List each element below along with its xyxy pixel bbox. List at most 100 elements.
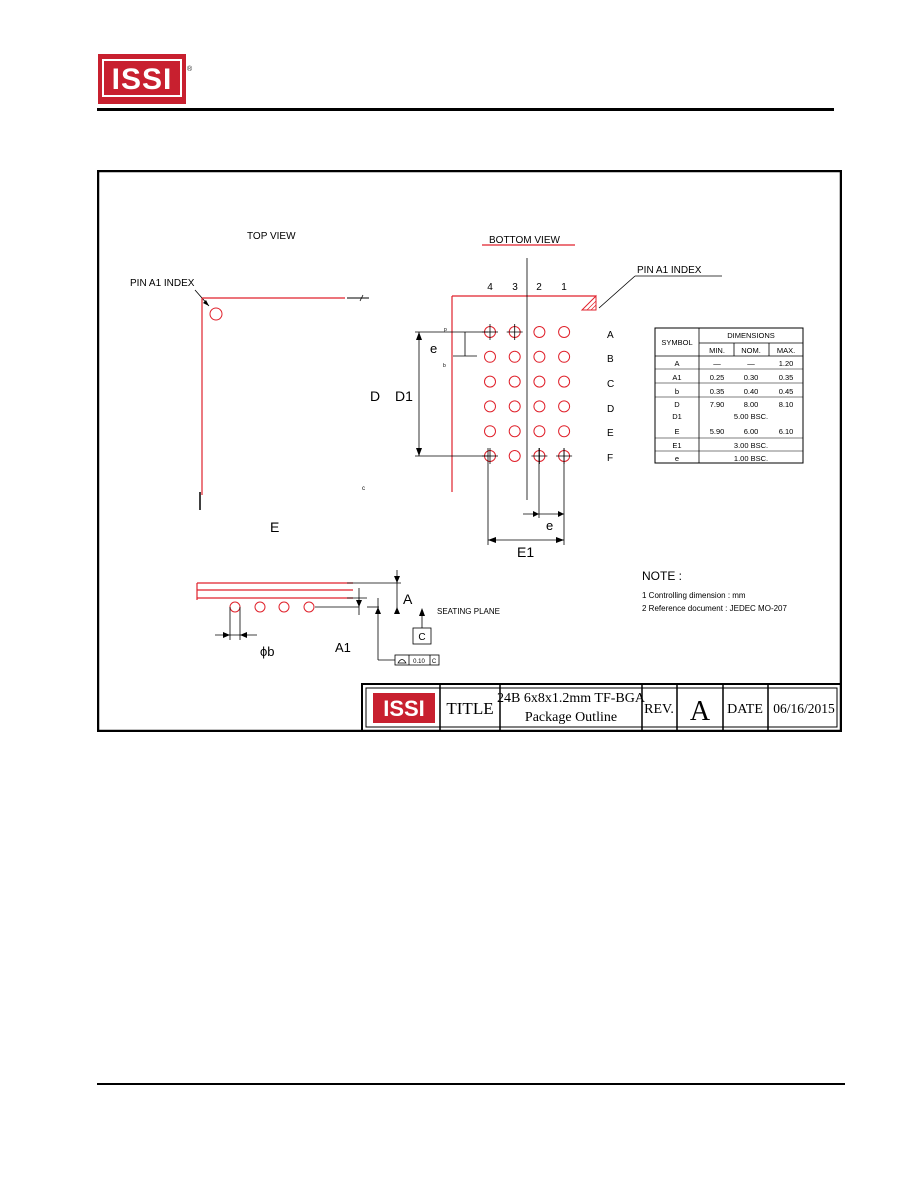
table-symbol-D1: D1	[672, 412, 682, 421]
svg-text:c: c	[362, 486, 365, 492]
table-b-nom: 0.40	[744, 387, 759, 396]
table-header-symbol: SYMBOL	[661, 338, 692, 347]
table-subheader-min: MIN.	[709, 346, 725, 355]
issi-logo: ISSI	[98, 54, 186, 104]
tolerance-frame	[394, 654, 440, 666]
side-view-dim-A: A	[403, 591, 413, 607]
bottom-view-pin-index-label: PIN A1 INDEX	[637, 265, 702, 276]
table-D-min: 7.90	[710, 400, 725, 409]
top-view-dim-E: E	[270, 519, 279, 535]
bottom-view: BOTTOM VIEW PIN A1 INDEX 4 3 2 1 A B C D…	[395, 235, 722, 560]
table-E1-span: 3.00 BSC.	[734, 441, 768, 450]
side-view-dim-b: ϕb	[260, 644, 275, 659]
column-label-3: 3	[512, 282, 518, 293]
date-label: DATE	[727, 702, 763, 717]
footer-rule	[97, 1083, 845, 1085]
ball-C2	[533, 375, 546, 388]
top-view: TOP VIEW PIN A1 INDEX D E c	[130, 231, 380, 535]
dimensions-table: SYMBOL DIMENSIONS MIN. NOM. MAX. A — — 1…	[654, 327, 804, 464]
table-symbol-E1: E1	[672, 441, 681, 450]
ball-E4	[484, 425, 496, 438]
top-view-dim-D: D	[370, 388, 380, 404]
top-view-title: TOP VIEW	[247, 231, 296, 242]
row-label-F: F	[607, 453, 613, 464]
table-E-nom: 6.00	[744, 427, 759, 436]
table-b-max: 0.45	[779, 387, 794, 396]
registered-mark: ®	[187, 66, 193, 73]
title-label: TITLE	[446, 699, 493, 718]
ball-E2	[533, 425, 546, 438]
ball-E1	[558, 425, 571, 438]
bottom-view-dim-e-horizontal: e	[546, 518, 553, 533]
title-block: ISSI TITLE 24B 6x8x1.2mm TF-BGA Package …	[361, 683, 842, 732]
column-label-1: 1	[561, 282, 567, 293]
table-D-max: 8.10	[779, 400, 794, 409]
table-symbol-e: e	[675, 454, 679, 463]
table-symbol-D: D	[674, 400, 680, 409]
logo-text: ISSI	[112, 63, 173, 96]
header-rule	[97, 108, 834, 111]
row-label-A: A	[607, 330, 614, 341]
side-view: A A1 ϕb SEATING PLANE C 0.10 C	[196, 570, 500, 666]
package-outline-drawing: TOP VIEW PIN A1 INDEX D E c BOTTOM VIEW …	[97, 170, 842, 732]
table-A-max: 1.20	[779, 359, 794, 368]
rev-label: REV.	[644, 702, 674, 717]
ball-B1	[558, 350, 571, 363]
rev-value: A	[690, 696, 711, 727]
datum-box	[412, 627, 432, 645]
ball-C1	[558, 375, 571, 388]
seating-plane-label: SEATING PLANE	[437, 607, 500, 616]
table-symbol-b: b	[675, 387, 679, 396]
row-label-C: C	[607, 379, 614, 390]
ball-D1	[558, 400, 571, 413]
table-A-nom: —	[747, 359, 755, 368]
ball-grid	[482, 324, 573, 464]
notes: NOTE : 1 Controlling dimension : mm 2 Re…	[642, 569, 788, 613]
title-line-2: Package Outline	[525, 710, 617, 725]
table-D-nom: 8.00	[744, 400, 759, 409]
title-block-logo-text: ISSI	[383, 696, 425, 721]
table-A1-nom: 0.30	[744, 373, 759, 382]
date-value: 06/16/2015	[773, 701, 835, 716]
table-b-min: 0.35	[710, 387, 725, 396]
table-symbol-A1: A1	[672, 373, 681, 382]
title-line-1: 24B 6x8x1.2mm TF-BGA	[497, 691, 646, 706]
note-1: 1 Controlling dimension : mm	[642, 591, 746, 600]
table-subheader-nom: NOM.	[741, 346, 761, 355]
pin-a1-marker	[209, 307, 223, 321]
bottom-view-title: BOTTOM VIEW	[489, 235, 560, 246]
note-2: 2 Reference document : JEDEC MO-207	[642, 604, 788, 613]
ball-D4	[484, 400, 496, 413]
ball-D2	[533, 400, 546, 413]
bottom-view-dim-D1: D1	[395, 388, 413, 404]
tolerance-datum: C	[432, 659, 437, 665]
table-symbol-A: A	[674, 359, 679, 368]
column-label-4: 4	[487, 282, 493, 293]
datum-label: C	[418, 632, 425, 643]
column-label-2: 2	[536, 282, 542, 293]
table-header-dimensions: DIMENSIONS	[727, 331, 775, 340]
bottom-view-dim-e-vertical: e	[430, 341, 437, 356]
ball-B4	[484, 350, 496, 363]
ball-C3	[508, 375, 521, 388]
svg-text:b: b	[443, 363, 446, 369]
side-view-dim-A1: A1	[335, 640, 351, 655]
table-E-max: 6.10	[779, 427, 794, 436]
table-A1-min: 0.25	[710, 373, 725, 382]
ball-E3	[508, 425, 521, 438]
table-e-span: 1.00 BSC.	[734, 454, 768, 463]
ball-D3	[508, 400, 521, 413]
bottom-view-dim-E1: E1	[517, 544, 534, 560]
table-E-min: 5.90	[710, 427, 725, 436]
ball-C4	[484, 375, 496, 388]
svg-text:p: p	[444, 327, 447, 333]
table-A1-max: 0.35	[779, 373, 794, 382]
row-label-E: E	[607, 428, 614, 439]
table-D1-span: 5.00 BSC.	[734, 412, 768, 421]
title-block-logo	[373, 693, 435, 723]
tolerance-value: 0.10	[413, 659, 425, 665]
table-symbol-E: E	[674, 427, 679, 436]
pin-index-corner-hatch	[580, 294, 597, 311]
notes-title: NOTE :	[642, 569, 682, 583]
row-label-B: B	[607, 354, 614, 365]
